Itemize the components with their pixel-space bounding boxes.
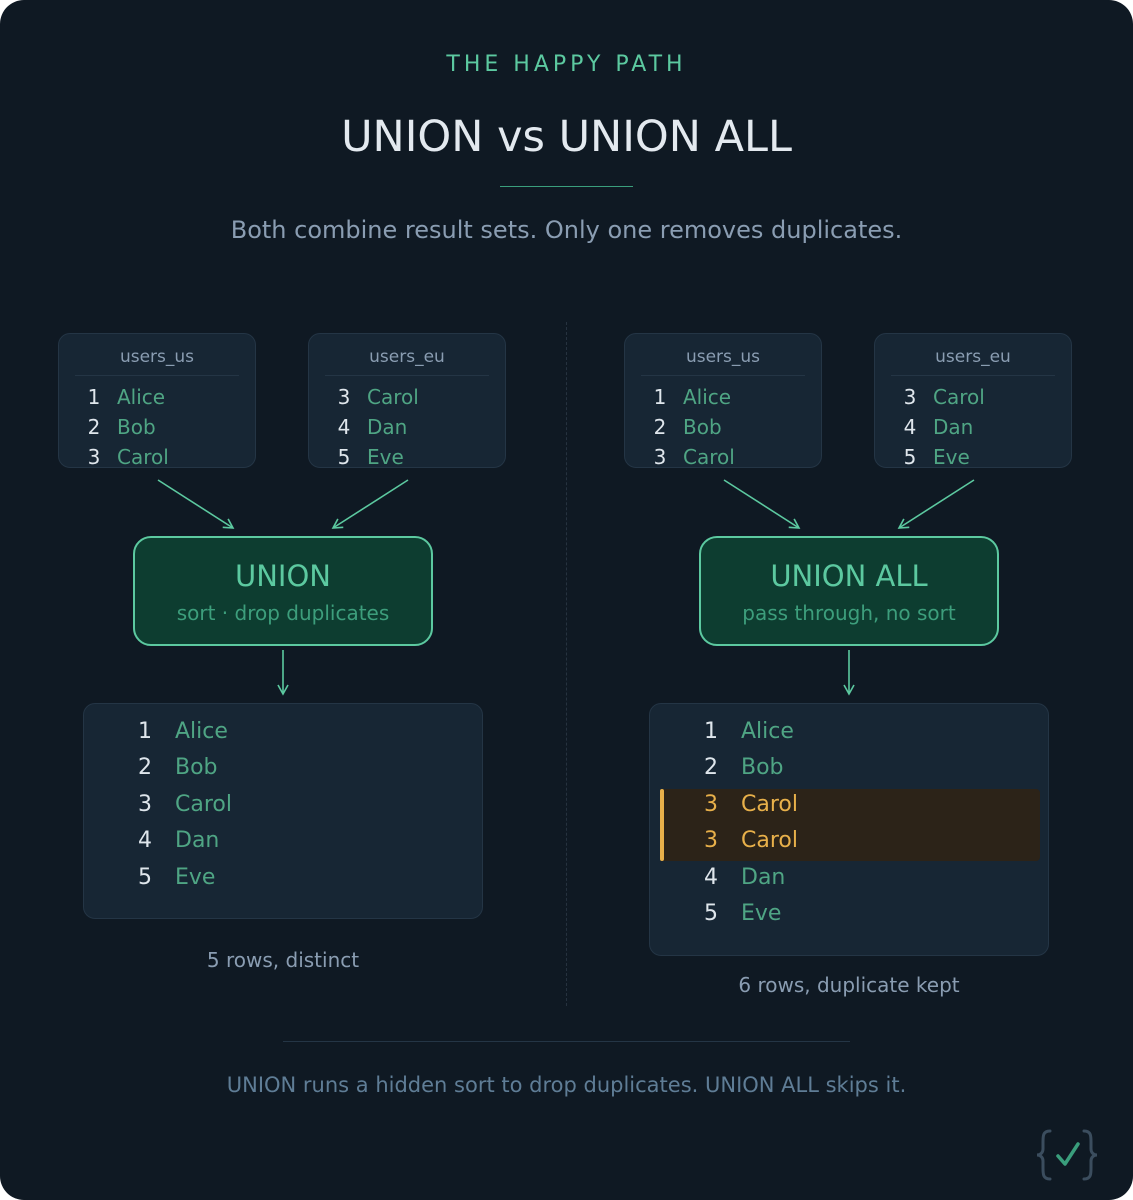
result-row: 2 Bob: [84, 750, 482, 786]
braces-check-icon: [1036, 1129, 1098, 1181]
result-row: 5 Eve: [650, 896, 1048, 932]
table-header-divider: [325, 375, 489, 376]
row-name: Bob: [741, 755, 784, 780]
table-name: users_us: [119, 347, 195, 367]
page-subtitle: Both combine result sets. Only one remov…: [230, 216, 903, 244]
operator-title: UNION: [235, 559, 331, 593]
left-source-table-users-us: users_us 1 Alice 2 Bob 3 Carol: [58, 333, 256, 469]
row-id: 2: [87, 415, 101, 439]
result-row: 4 Dan: [84, 823, 482, 859]
table-header-divider: [75, 375, 239, 376]
row-name: Carol: [741, 792, 798, 817]
row-id: 1: [87, 385, 101, 409]
table-header-divider: [641, 375, 805, 376]
union-all-operator-box: UNION ALL pass through, no sort: [699, 536, 999, 646]
arrow-right-eu-to-unionall: [897, 479, 975, 529]
row-id: 4: [337, 415, 351, 439]
row-name: Carol: [367, 385, 419, 409]
arrow-left-us-to-union: [157, 479, 235, 529]
result-row: 1 Alice: [84, 714, 482, 750]
row-id: 2: [653, 415, 667, 439]
row-name: Eve: [367, 445, 404, 469]
row-name: Carol: [683, 445, 735, 469]
result-row: 3 Carol: [84, 787, 482, 823]
operator-subtitle: pass through, no sort: [742, 601, 956, 625]
row-name: Bob: [117, 415, 156, 439]
table-name: users_eu: [369, 347, 445, 367]
row-id: 3: [337, 385, 351, 409]
row-id: 2: [704, 755, 718, 780]
result-row-duplicate: 3 Carol: [650, 823, 1048, 859]
row-id: 3: [903, 385, 917, 409]
union-result-caption: 5 rows, distinct: [206, 948, 360, 972]
row-name: Eve: [933, 445, 970, 469]
result-row: 4 Dan: [650, 860, 1048, 896]
row-name: Carol: [741, 828, 798, 853]
row-name: Eve: [175, 865, 216, 890]
row-name: Dan: [741, 865, 786, 890]
row-name: Dan: [933, 415, 974, 439]
row-id: 2: [138, 755, 152, 780]
title-underline: [500, 186, 633, 187]
row-id: 5: [337, 445, 351, 469]
row-name: Dan: [367, 415, 408, 439]
row-id: 5: [138, 865, 152, 890]
union-result-table: 1 Alice 2 Bob 3 Carol 4 Dan 5 Eve: [83, 703, 483, 919]
row-id: 1: [704, 719, 718, 744]
row-id: 1: [653, 385, 667, 409]
row-name: Bob: [683, 415, 722, 439]
row-name: Bob: [175, 755, 218, 780]
duplicate-highlight: [660, 789, 1040, 861]
row-id: 4: [138, 828, 152, 853]
result-row: 5 Eve: [84, 860, 482, 896]
arrow-left-eu-to-union: [331, 479, 409, 529]
row-name: Alice: [741, 719, 794, 744]
table-header-divider: [891, 375, 1055, 376]
result-row: 2 Bob: [650, 750, 1048, 786]
row-id: 4: [903, 415, 917, 439]
row-id: 3: [704, 828, 718, 853]
operator-subtitle: sort · drop duplicates: [176, 601, 390, 625]
row-name: Alice: [683, 385, 732, 409]
row-name: Eve: [741, 901, 782, 926]
row-name: Alice: [175, 719, 228, 744]
result-row: 1 Alice: [650, 714, 1048, 750]
panel-divider: [566, 322, 567, 1006]
row-id: 3: [138, 792, 152, 817]
left-source-table-users-eu: users_eu 3 Carol 4 Dan 5 Eve: [308, 333, 506, 469]
row-id: 3: [87, 445, 101, 469]
row-name: Carol: [175, 792, 232, 817]
row-name: Carol: [933, 385, 985, 409]
footer-divider: [283, 1041, 850, 1042]
page-title: UNION vs UNION ALL: [341, 112, 792, 162]
row-name: Carol: [117, 445, 169, 469]
eyebrow-label: THE HAPPY PATH: [446, 52, 687, 77]
table-name: users_eu: [935, 347, 1011, 367]
union-operator-box: UNION sort · drop duplicates: [133, 536, 433, 646]
operator-title: UNION ALL: [770, 559, 928, 593]
right-source-table-users-us: users_us 1 Alice 2 Bob 3 Carol: [624, 333, 822, 469]
row-id: 5: [704, 901, 718, 926]
row-id: 4: [704, 865, 718, 890]
duplicate-marker-bar: [660, 789, 664, 861]
row-id: 5: [903, 445, 917, 469]
row-id: 3: [704, 792, 718, 817]
footer-note: UNION runs a hidden sort to drop duplica…: [226, 1073, 907, 1097]
row-id: 1: [138, 719, 152, 744]
row-name: Alice: [117, 385, 166, 409]
table-name: users_us: [685, 347, 761, 367]
arrow-right-us-to-unionall: [723, 479, 801, 529]
row-id: 3: [653, 445, 667, 469]
union-all-result-caption: 6 rows, duplicate kept: [738, 973, 960, 997]
result-row-duplicate: 3 Carol: [650, 787, 1048, 823]
right-source-table-users-eu: users_eu 3 Carol 4 Dan 5 Eve: [874, 333, 1072, 469]
row-name: Dan: [175, 828, 220, 853]
